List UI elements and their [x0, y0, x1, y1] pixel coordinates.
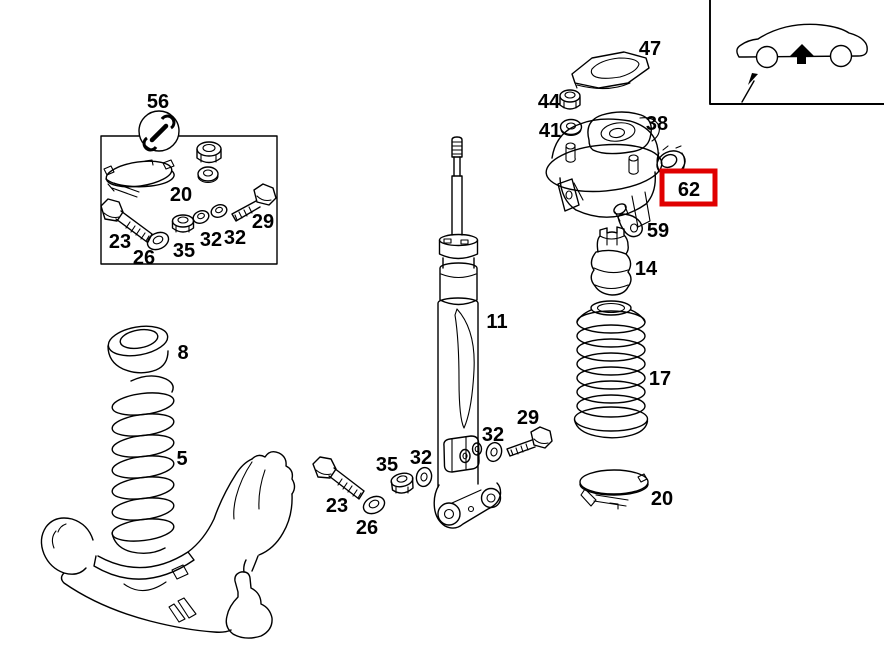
dust-boot-drawing: [573, 300, 649, 439]
lift-up-arrow-icon: [790, 44, 814, 64]
wrench-icon: [142, 114, 176, 152]
callout-41-washer[interactable]: 41: [539, 120, 561, 142]
inset-border: [709, 0, 884, 105]
ball-joint-drawing: [225, 555, 273, 639]
washer-32-right-drawing: [485, 441, 503, 463]
bolt-29-kit-drawing: [231, 183, 277, 222]
coil-spring-drawing: [111, 375, 175, 555]
washer-26-lower-drawing: [362, 495, 386, 515]
shock-absorber-drawing: [433, 136, 502, 529]
callout-29-kit-bolt[interactable]: 29: [252, 211, 274, 233]
callout-35-lower-nut[interactable]: 35: [376, 454, 398, 476]
clevis-bracket-drawing: [433, 482, 502, 529]
car-side-view-icon: [736, 23, 868, 103]
callout-17-dust-boot[interactable]: 17: [649, 368, 671, 390]
callout-32b-kit-washer[interactable]: 32: [224, 227, 246, 249]
callout-labels: 56 20 23 26 35 32 32 29 8 5 11 47 44 41 …: [109, 38, 700, 539]
kit-box-frame: [100, 135, 278, 265]
vehicle-inset-box: [709, 0, 884, 105]
callout-62-selected-nut[interactable]: 62: [678, 179, 700, 201]
callout-32-right-washer[interactable]: 32: [482, 424, 504, 446]
callout-32-lower-washer[interactable]: 32: [410, 447, 432, 469]
callout-20-kit-clamp[interactable]: 20: [170, 184, 192, 206]
bump-stop-drawing: [590, 226, 632, 296]
callout-29-right-bolt[interactable]: 29: [517, 407, 539, 429]
mount-bracket-tab: [557, 178, 584, 212]
nut-35-lower-drawing: [390, 472, 414, 494]
lock-nut-kit-drawing: [196, 141, 222, 164]
nut-35-kit-drawing: [171, 214, 195, 233]
hardware-kit-box: [100, 110, 278, 265]
hose-clamp-kit-drawing: [103, 159, 175, 198]
callout-32a-kit-washer[interactable]: 32: [200, 229, 222, 251]
callout-38-strut-mount[interactable]: 38: [646, 113, 668, 135]
spring-pad-ring-drawing: [107, 325, 169, 374]
washer-kit-drawing: [197, 166, 219, 184]
callout-20-boot-clamp[interactable]: 20: [651, 488, 673, 510]
bolt-23-lower-drawing: [312, 456, 365, 500]
front-wheel: [755, 45, 779, 69]
washer-26-kit-drawing: [146, 231, 170, 251]
lever-59-drawing: [613, 203, 643, 238]
washer-32-lower-drawing: [415, 466, 433, 488]
callout-23-kit-bolt[interactable]: 23: [109, 231, 131, 253]
callout-5-coil-spring[interactable]: 5: [176, 448, 187, 470]
callout-26-lower-washer[interactable]: 26: [356, 517, 378, 539]
mount-stud-right: [628, 154, 639, 175]
selected-part-highlight-box: [659, 168, 718, 207]
washer-32b-kit-drawing: [210, 204, 228, 218]
callout-23-lower-bolt[interactable]: 23: [326, 495, 348, 517]
rear-wheel: [829, 44, 853, 68]
strut-mount-drawing: [545, 111, 663, 228]
washer-32a-kit-drawing: [192, 210, 210, 224]
bolt-29-right-drawing: [506, 426, 553, 457]
control-arm-drawing: [40, 450, 296, 639]
pointer-arrow-icon: [741, 73, 758, 103]
callout-44-nut[interactable]: 44: [538, 91, 561, 113]
callout-56-tool-kit[interactable]: 56: [147, 91, 169, 113]
callout-8-spring-pad[interactable]: 8: [177, 342, 188, 364]
callout-26-kit-washer[interactable]: 26: [133, 247, 155, 269]
cover-plate-drawing: [571, 51, 650, 90]
nut-44-drawing: [559, 89, 581, 110]
boot-clamp-drawing: [579, 469, 649, 510]
callout-14-bump-stop[interactable]: 14: [635, 258, 658, 280]
mount-stud-left: [565, 142, 576, 163]
callout-35-kit-nut[interactable]: 35: [173, 240, 195, 262]
callout-11-shock-absorber[interactable]: 11: [486, 311, 507, 333]
stop-collar-drawing: [443, 435, 483, 473]
callout-59-lever[interactable]: 59: [647, 220, 669, 242]
callout-47-cover-plate[interactable]: 47: [639, 38, 661, 60]
